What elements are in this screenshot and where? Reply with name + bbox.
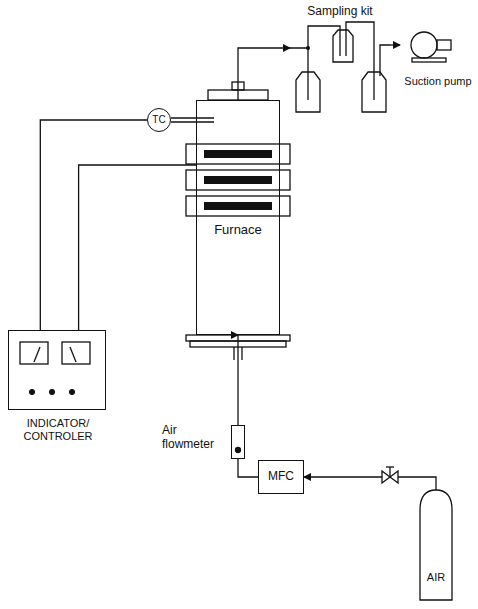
thermocouple-rod: [171, 117, 214, 118]
pipe-connector: [304, 477, 436, 490]
heating-band: [204, 202, 272, 210]
pipe-connector: [79, 165, 196, 330]
pipe-connector: [238, 48, 290, 100]
node-label: MFC: [268, 470, 294, 484]
mfc-box: MFC: [258, 460, 304, 494]
thermocouple-circle: TC: [147, 108, 171, 132]
sampling-tube: [308, 26, 340, 56]
control-knob: [69, 389, 75, 395]
heater-bracket: [186, 170, 290, 190]
furnace-outlet: [232, 82, 244, 90]
sampling-tube: [380, 45, 390, 76]
pipe-connector: [390, 44, 400, 45]
sampling-tube: [290, 48, 308, 100]
meter-needle: [34, 347, 40, 362]
pipe-connector: [237, 335, 238, 425]
furnace-body: Furnace: [196, 100, 280, 335]
suction-pump: Suction pump: [400, 20, 476, 90]
furnace-flange: [190, 341, 286, 347]
sampling-bottle: [333, 30, 353, 62]
heating-band: [204, 150, 272, 158]
thermocouple-rod: [171, 121, 214, 122]
heater-bracket: [186, 196, 290, 216]
sampling-kit: Sampling kit: [290, 5, 390, 120]
node-label: Air flowmeter: [162, 424, 224, 452]
tube-junction: [306, 46, 310, 50]
air-cylinder: AIR: [420, 490, 452, 600]
pump-base: [412, 58, 446, 62]
furnace-flange: [186, 335, 290, 341]
meter-needle: [70, 347, 76, 362]
node-label: Suction pump: [404, 75, 471, 88]
heater-bracket: [186, 144, 290, 164]
control-knob: [29, 389, 35, 395]
node-label: Furnace: [214, 223, 262, 238]
node-label: Sampling kit: [307, 5, 372, 19]
sampling-tube: [346, 22, 374, 100]
inlet-tube: [241, 347, 242, 360]
pipe-connector: [238, 459, 258, 477]
meter-dial: [62, 342, 90, 364]
furnace-cap: [208, 90, 268, 100]
pump-body: [411, 32, 437, 58]
pipe-connector: [40, 120, 147, 330]
node-label: INDICATOR/ CONTROLER: [5, 417, 111, 442]
inlet-tube: [233, 347, 234, 360]
meter-dial: [20, 342, 48, 364]
flowmeter-tube: Air flowmeter: [231, 425, 245, 459]
node-label: TC: [152, 114, 165, 126]
controller-box: INDICATOR/ CONTROLER: [8, 330, 106, 410]
node-label: AIR: [427, 571, 445, 584]
pump-outlet: [437, 40, 451, 50]
flowmeter-float: [236, 448, 241, 453]
heating-band: [204, 176, 272, 184]
valve-stem: [389, 467, 390, 477]
valve-stem: [386, 466, 394, 467]
gas-cylinder: [420, 490, 452, 600]
control-knob: [49, 389, 55, 395]
